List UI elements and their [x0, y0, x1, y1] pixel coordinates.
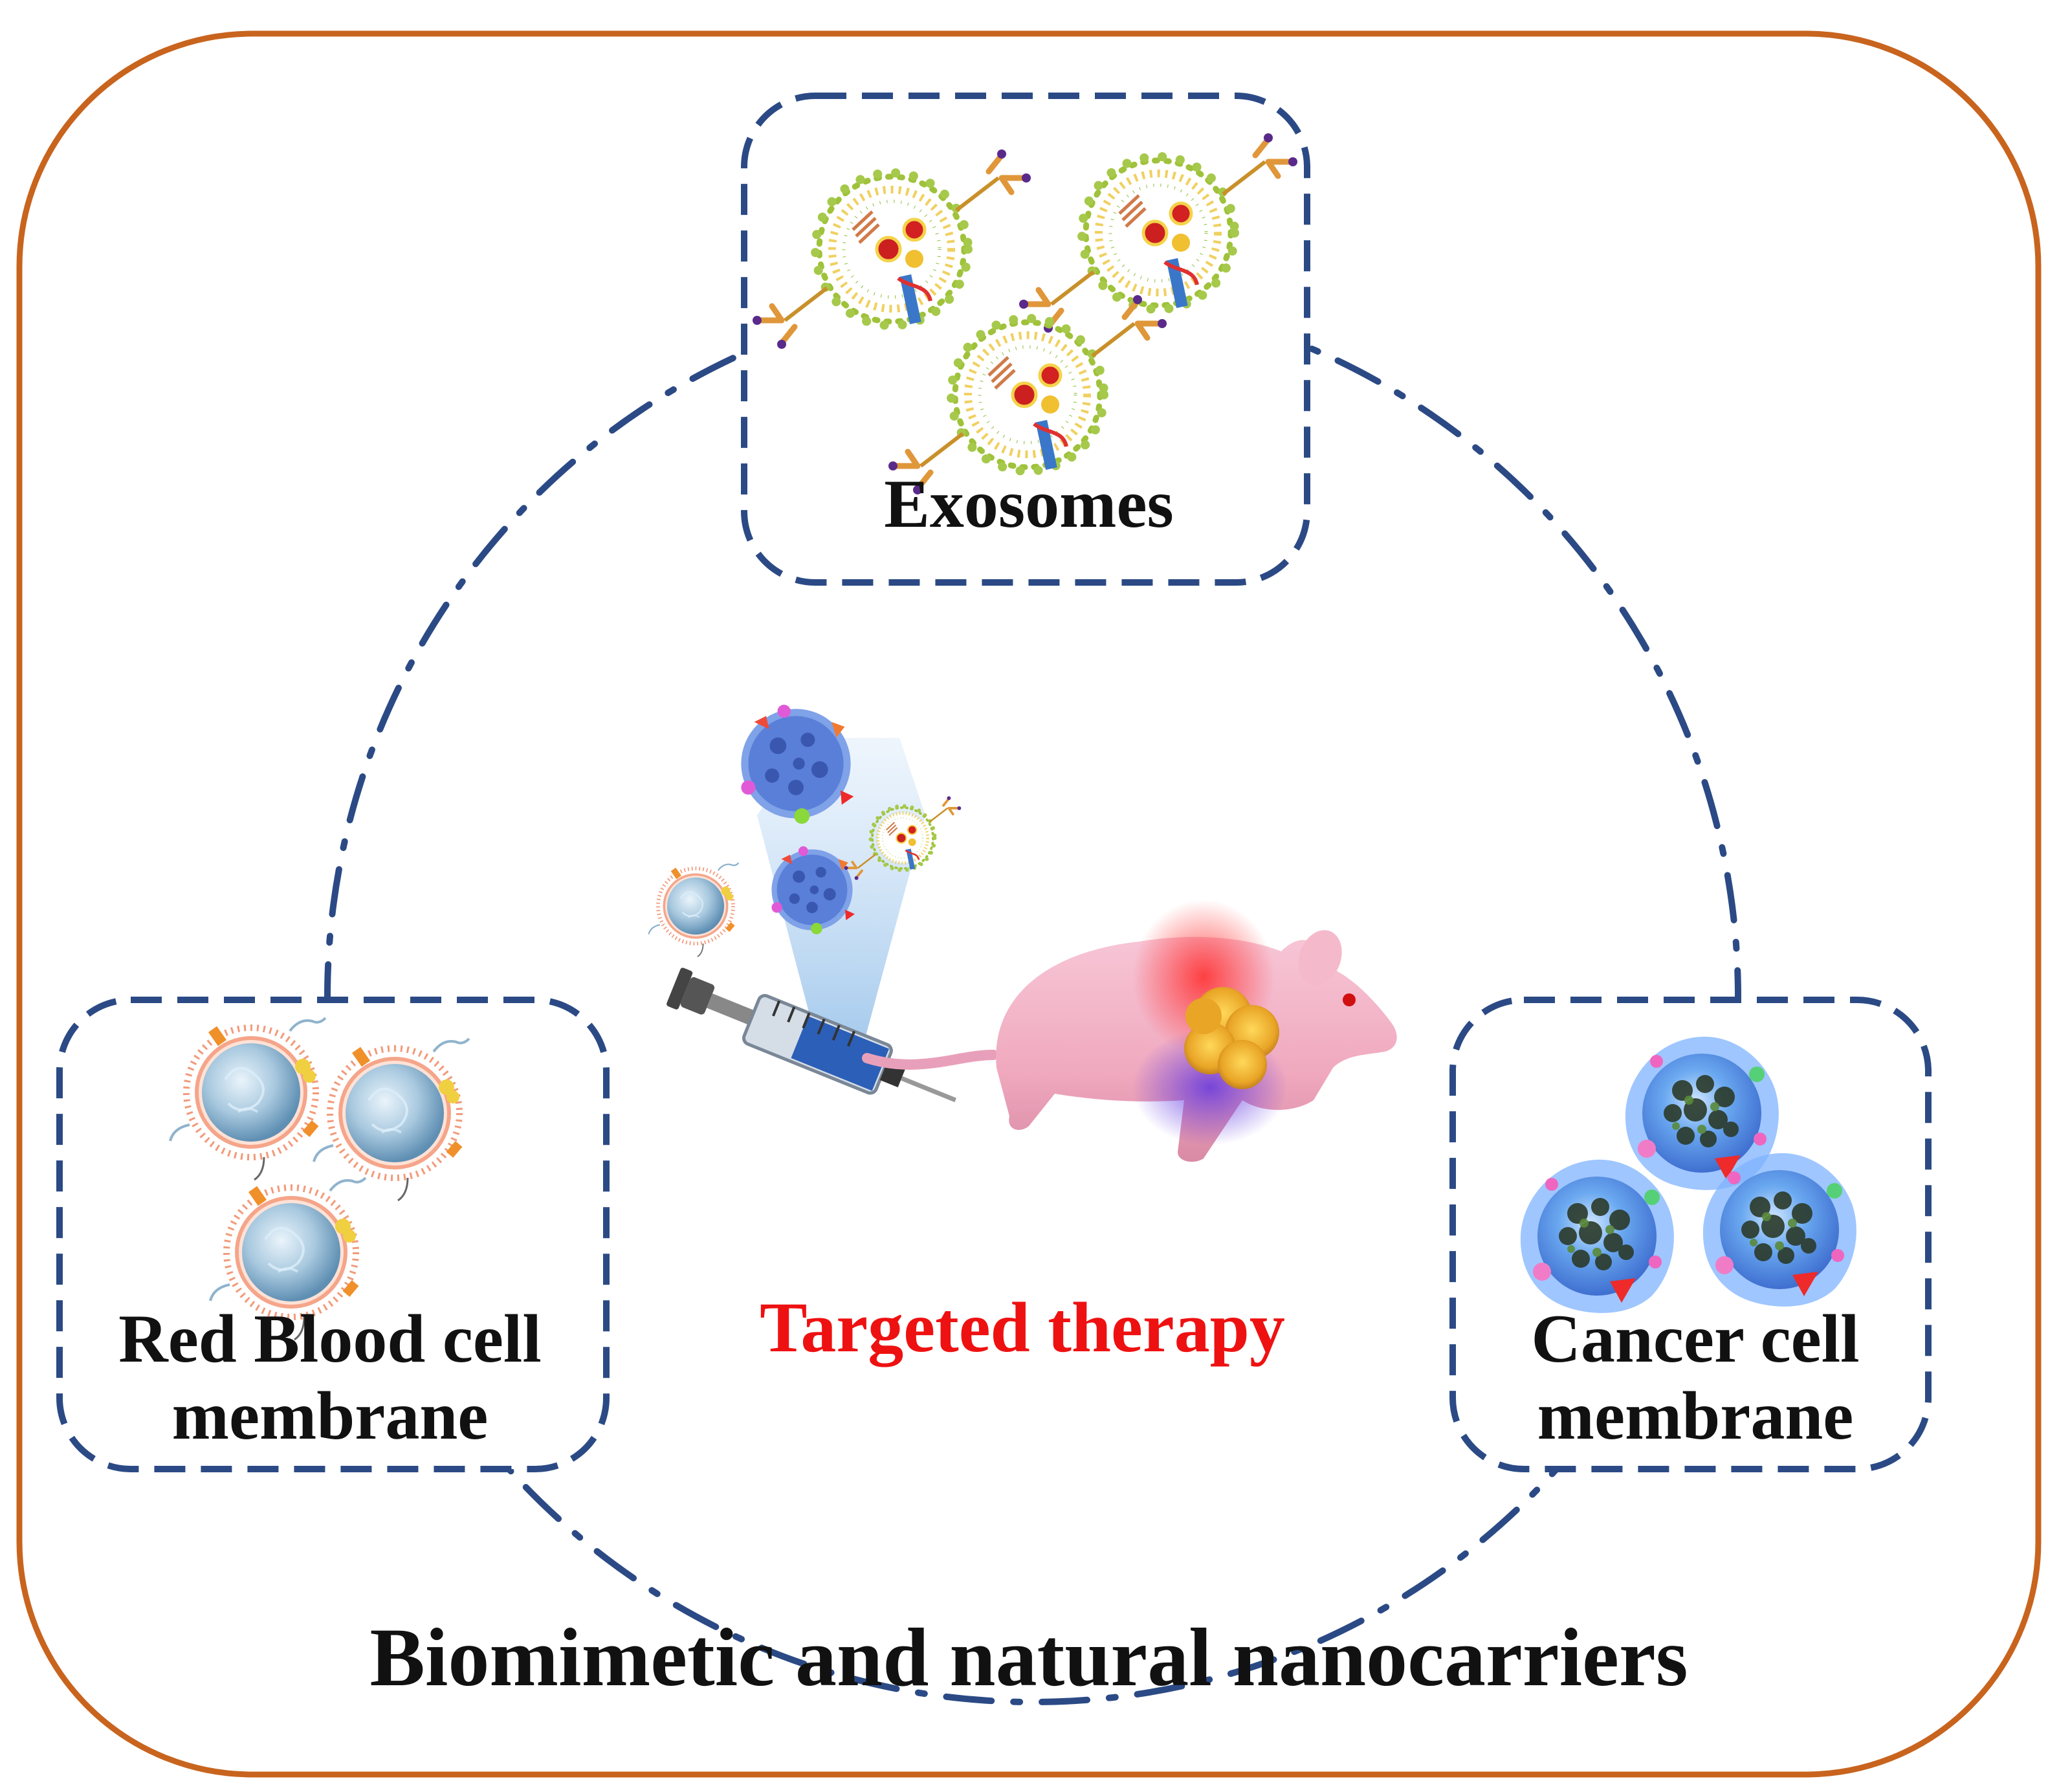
cancer-box: [1449, 997, 1932, 1472]
syringe-icon: [666, 968, 957, 1103]
cancer-label-line2: membrane: [1537, 1377, 1854, 1454]
cancer-membrane-label: Cancer cell membrane: [1456, 1301, 1935, 1454]
rbc-nanoparticle-icon: [649, 863, 739, 957]
exosomes-label: Exosomes: [884, 466, 1174, 542]
mouse-tail: [862, 1050, 998, 1070]
cancer-label-line1: Cancer cell: [1531, 1301, 1860, 1377]
diagram-title: Biomimetic and natural nanocarriers: [369, 1611, 1688, 1703]
injection-illustration: [649, 704, 1397, 1162]
tumor-icon: [1184, 987, 1279, 1089]
targeted-therapy-label: Targeted therapy: [760, 1288, 1285, 1367]
rbc-label-line2: membrane: [171, 1377, 489, 1454]
mouse-icon: [862, 900, 1397, 1162]
rbc-membrane-label: Red Blood cell membrane: [58, 1301, 602, 1454]
outer-border: [16, 30, 2042, 1778]
rbc-label-line1: Red Blood cell: [118, 1301, 542, 1377]
